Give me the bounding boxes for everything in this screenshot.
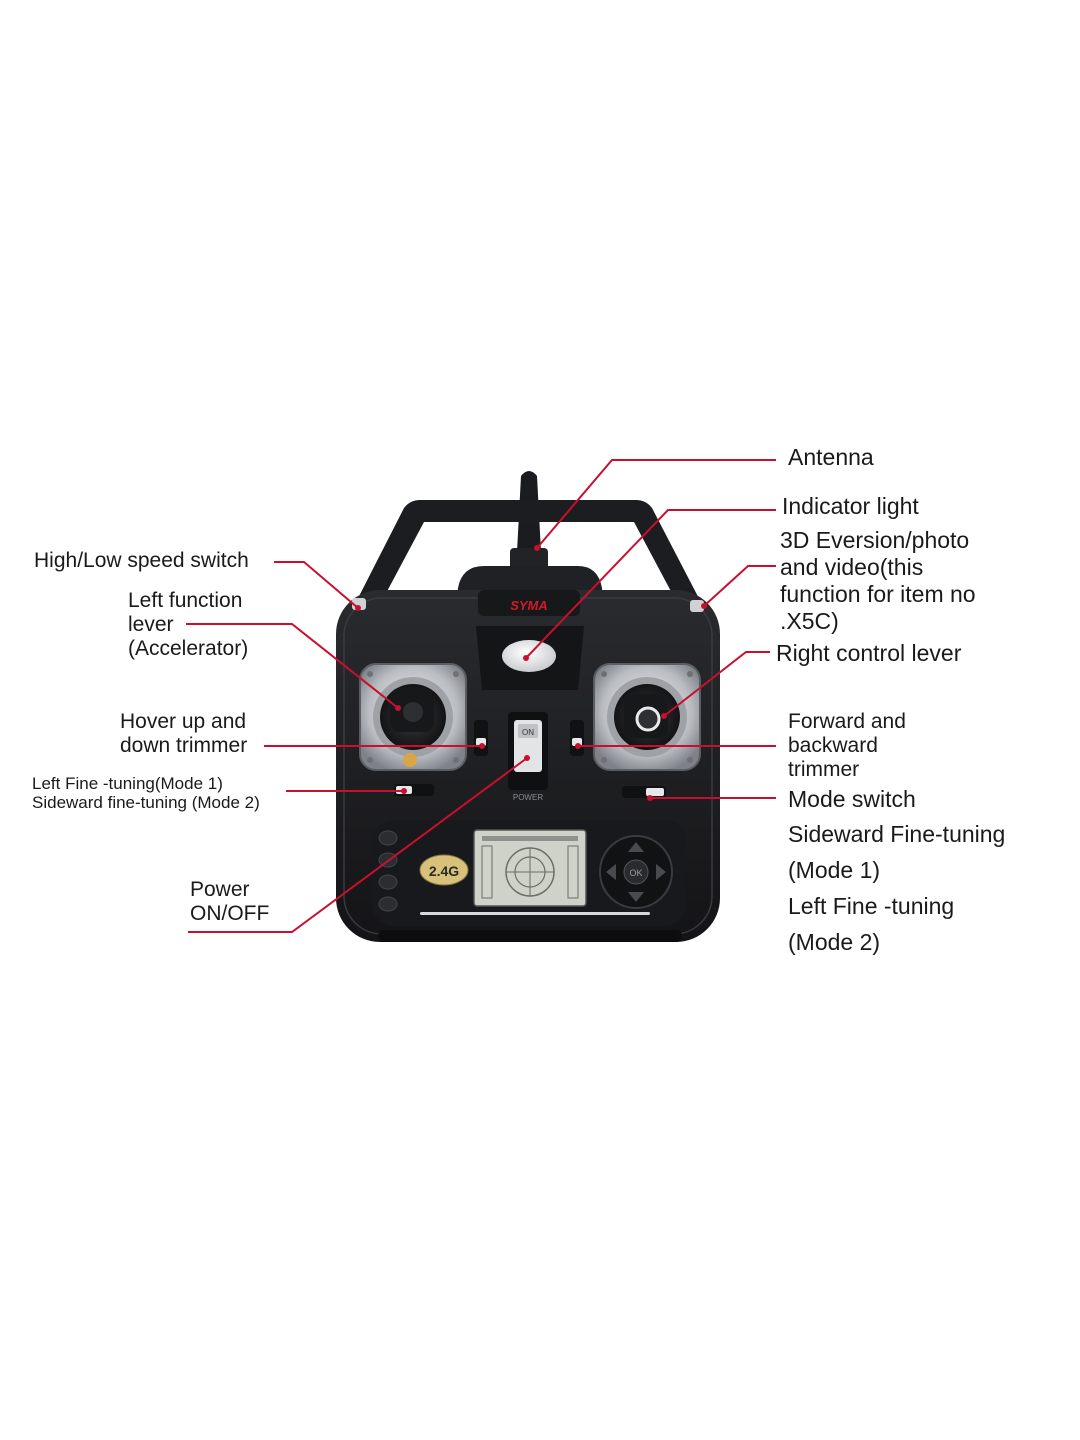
lcd-screen [473, 829, 587, 907]
leader-indicator-light [525, 509, 776, 659]
power-switch[interactable]: ON POWER [508, 712, 548, 802]
band-badge: 2.4G [429, 863, 459, 879]
label-eversion: 3D Eversion/photo and video(this functio… [780, 527, 976, 634]
label-sideward-left-fine-tuning: Sideward Fine-tuning (Mode 1) Left Fine … [788, 821, 1006, 955]
left-function-lever[interactable] [359, 663, 467, 771]
right-control-lever[interactable] [593, 663, 701, 771]
power-on-text: ON [522, 728, 534, 737]
leader-dots [355, 545, 707, 801]
label-antenna: Antenna [788, 444, 874, 470]
label-left-function-lever: Left function lever (Accelerator) [128, 589, 249, 660]
direction-pad[interactable]: OK [599, 835, 673, 909]
leader-left-lever [186, 623, 399, 709]
label-forward-backward-trimmer: Forward and backward trimmer [788, 710, 906, 781]
leader-speed-switch [274, 561, 359, 609]
brand-logo: SYMA [510, 598, 548, 613]
label-high-low-speed-switch: High/Low speed switch [34, 549, 249, 572]
leader-lines [186, 459, 776, 933]
leader-power [188, 757, 528, 933]
label-right-control-lever: Right control lever [776, 640, 962, 666]
ok-button[interactable]: OK [629, 868, 642, 878]
leader-right-lever [663, 651, 770, 717]
eversion-button[interactable] [690, 600, 704, 612]
label-power-on-off: Power ON/OFF [190, 878, 270, 925]
label-indicator-light: Indicator light [782, 493, 919, 519]
label-mode-switch: Mode switch [788, 786, 916, 812]
leader-antenna [536, 459, 776, 549]
leader-eversion [703, 565, 776, 607]
power-text: POWER [513, 793, 543, 802]
label-left-sideward-fine-tuning: Left Fine -tuning(Mode 1) Sideward fine-… [32, 774, 260, 812]
label-hover-trimmer: Hover up and down trimmer [120, 710, 248, 757]
